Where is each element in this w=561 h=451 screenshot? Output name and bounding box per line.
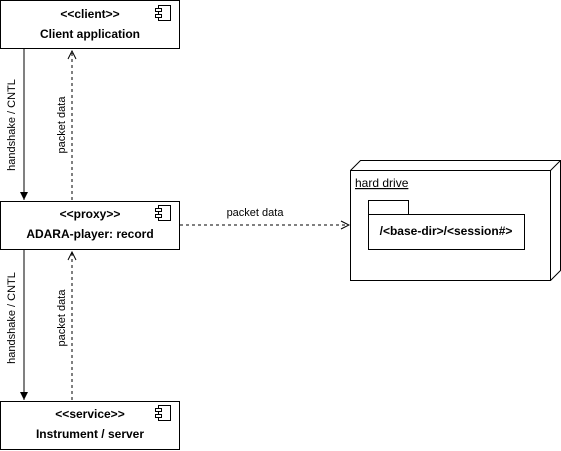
edge-service-proxy-packet-data[interactable]: packet data bbox=[56, 252, 72, 400]
folder-label: /<base-dir>/<session#> bbox=[380, 224, 513, 238]
edge-label-proxy-client-packet-data: packet data bbox=[56, 96, 68, 154]
hard-drive-node[interactable]: hard drive /<base-dir>/<session#> bbox=[350, 160, 561, 281]
component-icon bbox=[155, 405, 171, 421]
edge-proxy-service-handshake[interactable]: handshake / CNTL bbox=[6, 250, 28, 400]
service-component[interactable]: <<service>> Instrument / server bbox=[0, 401, 180, 450]
component-icon bbox=[155, 205, 171, 221]
edge-client-proxy-handshake[interactable]: handshake / CNTL bbox=[6, 49, 28, 200]
edge-proxy-client-packet-data[interactable]: packet data bbox=[56, 51, 72, 200]
client-name: Client application bbox=[40, 27, 140, 41]
edge-label-client-proxy-handshake: handshake / CNTL bbox=[6, 79, 18, 171]
proxy-name: ADARA-player: record bbox=[26, 227, 153, 241]
proxy-stereotype: <<proxy>> bbox=[60, 207, 121, 221]
service-stereotype: <<service>> bbox=[55, 407, 124, 421]
client-stereotype: <<client>> bbox=[60, 7, 119, 21]
edge-label-proxy-service-handshake: handshake / CNTL bbox=[6, 272, 18, 364]
component-icon bbox=[155, 5, 171, 21]
edge-label-proxy-drive-packet-data: packet data bbox=[227, 207, 285, 219]
proxy-component[interactable]: <<proxy>> ADARA-player: record bbox=[0, 201, 180, 250]
edge-label-service-proxy-packet-data: packet data bbox=[56, 289, 68, 347]
session-folder[interactable]: /<base-dir>/<session#> bbox=[368, 200, 525, 250]
edge-proxy-drive-packet-data[interactable]: packet data bbox=[180, 207, 349, 225]
service-name: Instrument / server bbox=[36, 427, 144, 441]
client-component[interactable]: <<client>> Client application bbox=[0, 0, 180, 49]
hard-drive-title: hard drive bbox=[355, 176, 409, 190]
